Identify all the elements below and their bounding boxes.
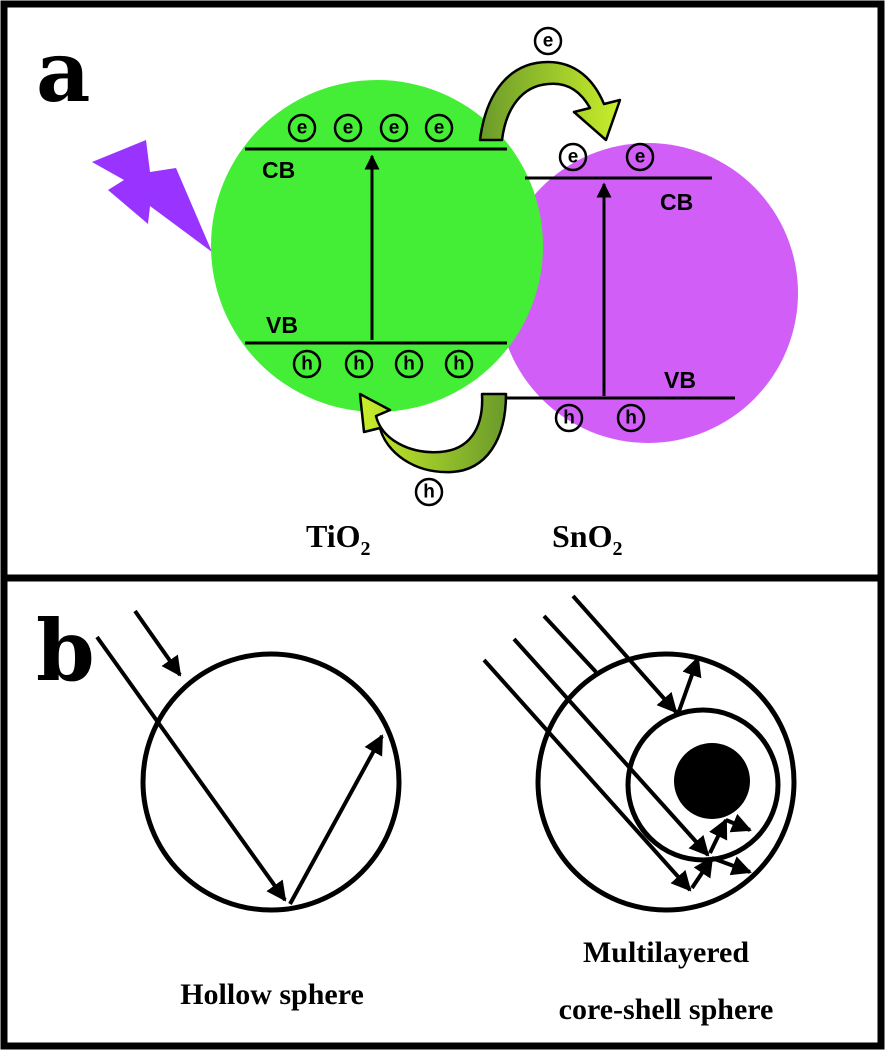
hollow-incident-ray-1 [133,609,182,677]
electron-symbol: e [635,147,646,168]
hole-symbol: h [403,354,415,375]
solid-core [674,743,750,819]
sno2-sphere [498,143,798,443]
light-bolt-icon [92,140,212,252]
multi-reflected-ray-1 [676,656,702,715]
multi-reflected-ray-2 [708,818,728,854]
panel-a: a CB VB e e e e h h h [0,0,885,582]
hollow-incident-ray-2 [95,635,287,902]
hole-transfer-arrow: h [358,392,508,507]
panel-b: b Hollow sphere Multilayered core-shell … [0,574,885,1050]
tio2-holes: h h h h [292,349,474,379]
electron-symbol: e [568,147,579,168]
tio2-label: TiO2 [306,518,371,560]
electron-symbol: e [343,118,354,139]
sno2-electrons: e e [558,142,655,172]
sno2-vb-label: VB [664,367,696,393]
multi-reflected-ray-5 [711,856,752,876]
electron-symbol: e [389,118,400,139]
outer-shell [535,651,797,913]
sno2-cb-label: CB [660,189,693,215]
tio2-vb-label: VB [266,312,298,338]
hole-symbol: h [563,408,575,429]
multi-reflected-ray-4 [690,856,714,890]
hole-symbol: h [301,354,313,375]
hollow-sphere-caption: Hollow sphere [180,978,364,1011]
electron-transfer-arrow: e [478,26,622,142]
multi-incident-ray-3 [512,637,710,857]
electron-symbol: e [297,118,308,139]
sno2-label: SnO2 [552,518,622,560]
hole-symbol: h [453,354,465,375]
panel-b-label: b [36,601,95,700]
tio2-cb-label: CB [262,157,295,183]
multilayer-caption-line1: Multilayered [583,936,749,969]
hollow-reflected-ray [288,734,384,905]
hole-symbol: h [625,408,637,429]
multi-incident-ray-4 [482,658,692,892]
sno2-holes: h h [554,403,646,433]
hole-symbol: h [353,354,365,375]
multi-reflected-ray-3 [725,813,752,833]
hollow-sphere [140,651,402,913]
panel-a-label: a [36,22,90,121]
multi-incident-ray-1 [571,594,678,714]
transfer-electron-symbol: e [543,31,554,52]
electron-symbol: e [434,118,445,139]
tio2-sphere [211,80,543,412]
multilayer-caption-line2: core-shell sphere [559,993,774,1026]
tio2-electrons: e e e e [287,113,454,143]
multi-incident-ray-2 [542,614,598,674]
transfer-hole-symbol: h [423,482,435,503]
panel-b-frame [0,574,885,1050]
